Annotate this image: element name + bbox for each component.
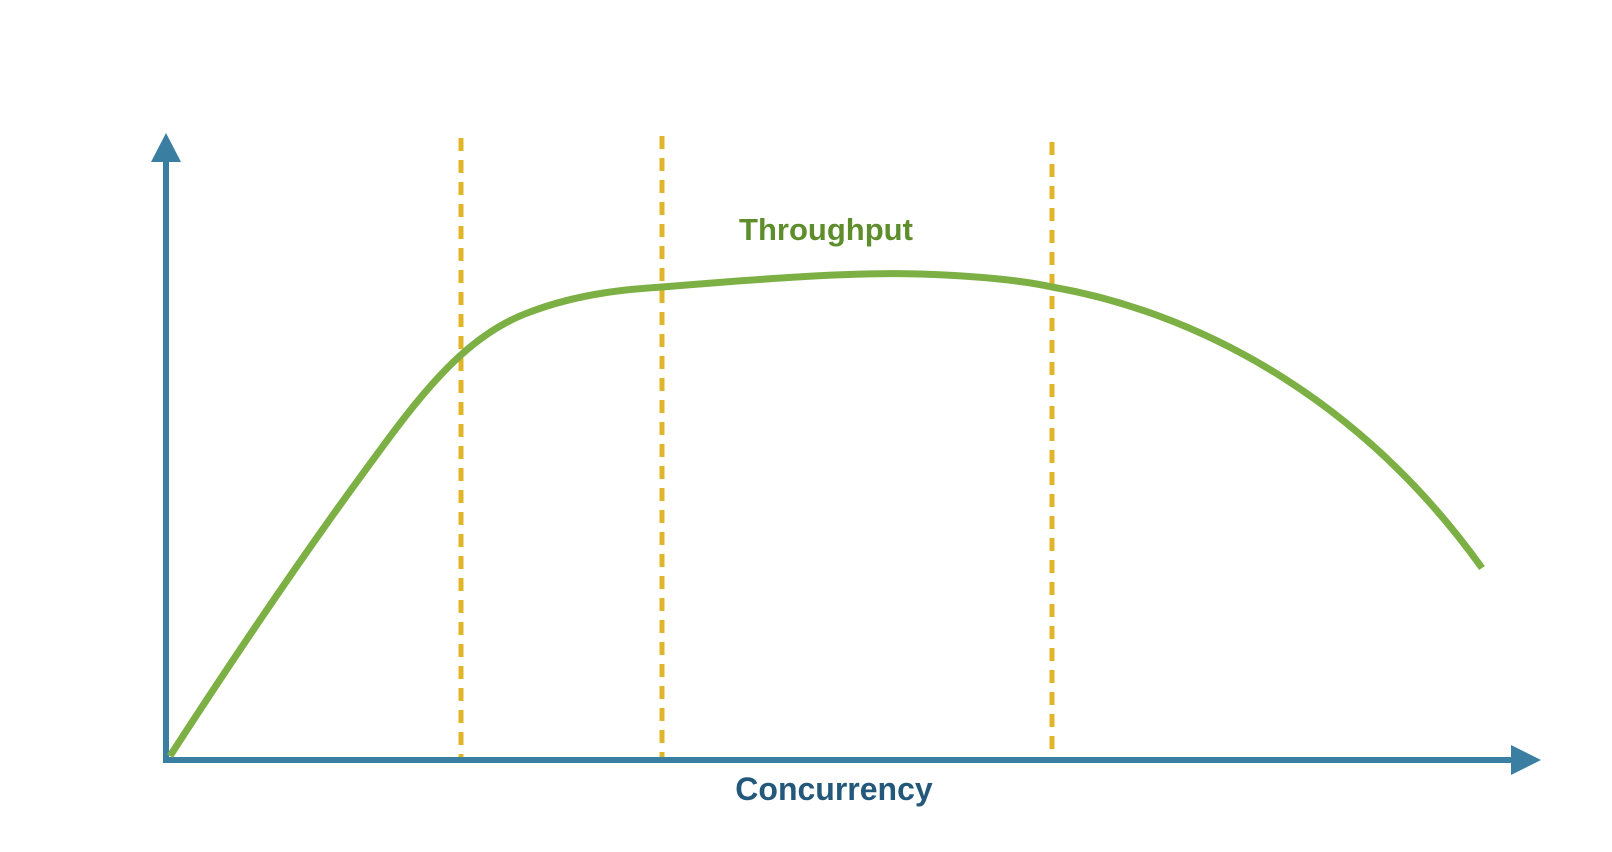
- x-axis-arrowhead: [1511, 745, 1541, 775]
- throughput-curve: [167, 270, 1485, 758]
- curve-label: Throughput: [739, 212, 913, 247]
- axes: [151, 133, 1541, 775]
- marker-lines: [458, 136, 1055, 758]
- y-axis-arrowhead: [151, 133, 181, 162]
- x-axis-label: Concurrency: [735, 771, 933, 807]
